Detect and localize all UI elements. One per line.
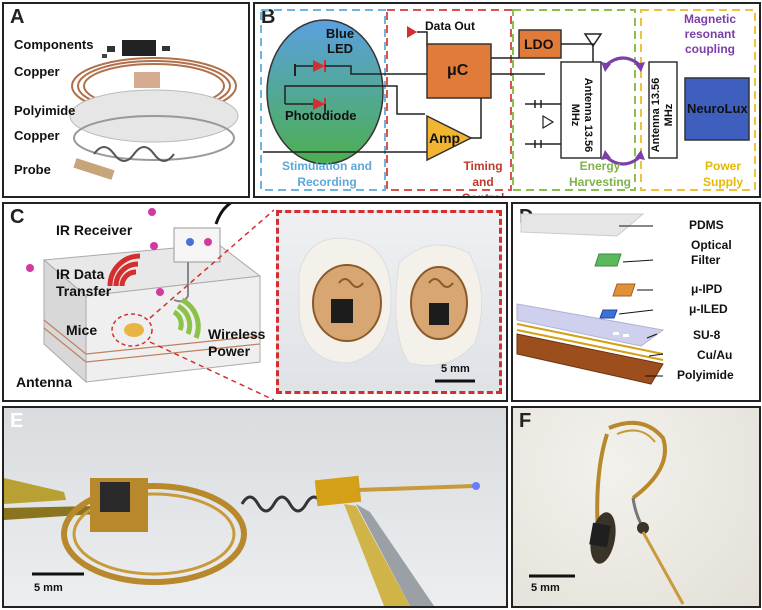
panel-c: C IR Receiver IR Data Transfer xyxy=(2,202,508,402)
panel-a: A Components Copper Polyimide Copper Pro… xyxy=(2,2,250,198)
cage-illustration xyxy=(26,204,274,400)
layer-pdms: PDMS xyxy=(689,218,724,232)
section-energy: Energy Harvesting xyxy=(568,159,632,189)
layer-u-iled: μ-ILED xyxy=(689,302,728,316)
panel-d: D PDMS Optical Filter μ-IPD μ-ILED SU-8 … xyxy=(511,202,761,402)
magnetic-coupling-label: Magnetic resonant coupling xyxy=(683,12,736,56)
antenna-left-label: Antenna 13.56 MHz xyxy=(569,77,594,153)
section-stimulation: Stimulation and Recording xyxy=(282,159,372,189)
device-photo-e xyxy=(4,475,480,606)
ldo-label: LDO xyxy=(524,36,554,52)
blue-led-label: Blue LED xyxy=(325,26,355,56)
ir-data-transfer-label: IR Data Transfer xyxy=(56,266,112,299)
panel-f-letter: F xyxy=(519,410,532,432)
scale-bar-c: 5 mm xyxy=(441,363,470,375)
panel-a-letter: A xyxy=(10,6,25,28)
scale-bar-e: 5 mm xyxy=(34,582,63,594)
layer-cu-au: Cu/Au xyxy=(697,348,733,362)
layer-stack-illustration xyxy=(516,213,665,385)
mice-label: Mice xyxy=(66,322,98,338)
panel-b: B xyxy=(253,2,761,198)
layer-optical-filter: Optical Filter xyxy=(691,238,732,267)
device-photo-f xyxy=(529,420,685,605)
layer-u-ipd: μ-IPD xyxy=(691,282,723,296)
data-out-label: Data Out xyxy=(425,19,476,33)
section-power: Power Supply xyxy=(702,159,743,189)
exploded-device-illustration xyxy=(69,40,239,180)
antenna-right-label: Antenna 13.56 MHz xyxy=(650,77,675,153)
wireless-power-label: Wireless Power xyxy=(208,326,266,359)
panel-f: F 5 mm xyxy=(511,406,761,608)
panel-e: E 5 mm xyxy=(2,406,508,608)
layer-su8: SU-8 xyxy=(693,328,721,342)
ir-receiver-label: IR Receiver xyxy=(56,222,133,238)
amp-label: Amp xyxy=(429,130,461,146)
panel-b-letter: B xyxy=(261,6,276,28)
circuit-block-diagram xyxy=(260,9,756,191)
antenna-label: Antenna xyxy=(16,374,72,390)
neurolux-label: NeuroLux xyxy=(687,101,748,116)
label-probe: Probe xyxy=(14,162,51,177)
scale-bar-f: 5 mm xyxy=(531,582,560,594)
implant-photo: 5 mm xyxy=(276,210,502,394)
panel-e-letter: E xyxy=(10,410,24,432)
photodiode-label: Photodiode xyxy=(285,108,357,123)
layer-polyimide: Polyimide xyxy=(677,368,734,382)
label-copper-top: Copper xyxy=(14,64,60,79)
label-components: Components xyxy=(14,37,94,52)
label-polyimide: Polyimide xyxy=(14,103,76,118)
panel-c-letter: C xyxy=(10,206,25,228)
uc-label: μC xyxy=(447,62,469,79)
label-copper-bottom: Copper xyxy=(14,128,60,143)
section-timing: Timing and Control xyxy=(461,159,505,198)
